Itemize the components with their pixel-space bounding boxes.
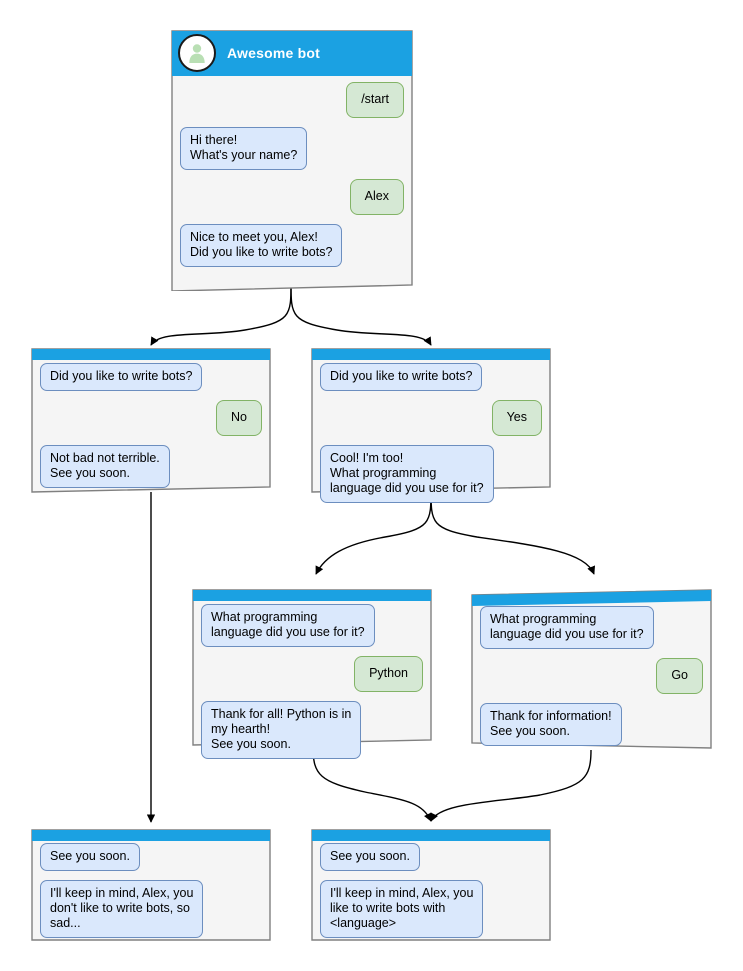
bot-message-bubble: I'll keep in mind, Alex, you like to wri… xyxy=(320,880,484,938)
user-message-bubble: No xyxy=(216,400,262,436)
message-row: Hi there! What's your name? xyxy=(180,127,404,170)
bot-message-bubble: What programming language did you use fo… xyxy=(201,604,375,647)
message-list: Did you like to write bots? Yes Cool! I'… xyxy=(310,363,552,512)
message-row: Thank for information! See you soon. xyxy=(480,703,703,746)
bot-message-bubble: See you soon. xyxy=(40,843,140,871)
card-header xyxy=(30,828,272,839)
message-row: No xyxy=(40,400,262,436)
bot-message-bubble: I'll keep in mind, Alex, you don't like … xyxy=(40,880,204,938)
message-row: /start xyxy=(180,82,404,118)
bot-message-bubble: Did you like to write bots? xyxy=(320,363,483,391)
card-header xyxy=(310,347,552,358)
user-message-bubble: /start xyxy=(346,82,404,118)
message-row: Yes xyxy=(320,400,542,436)
bot-message-bubble: Cool! I'm too! What programming language… xyxy=(320,445,494,503)
message-row: Did you like to write bots? xyxy=(40,363,262,391)
message-row: What programming language did you use fo… xyxy=(480,606,703,649)
card-header: Awesome bot xyxy=(170,29,414,76)
bot-message-bubble: Thank for information! See you soon. xyxy=(480,703,622,746)
card-header xyxy=(191,588,433,599)
message-list: What programming language did you use fo… xyxy=(191,604,433,768)
edge-go-to-end-happy xyxy=(430,749,592,822)
bot-message-bubble: See you soon. xyxy=(320,843,420,871)
message-row: Python xyxy=(201,656,423,692)
message-row: Cool! I'm too! What programming language… xyxy=(320,445,542,503)
user-message-bubble: Alex xyxy=(349,179,404,215)
user-message-bubble: Yes xyxy=(491,400,542,436)
card-header xyxy=(30,347,272,358)
message-row: Alex xyxy=(180,179,404,215)
edge-start-to-yes xyxy=(290,282,432,346)
message-row: I'll keep in mind, Alex, you don't like … xyxy=(40,880,262,938)
message-row: See you soon. xyxy=(40,843,262,871)
message-row: See you soon. xyxy=(320,843,542,871)
message-row: What programming language did you use fo… xyxy=(201,604,423,647)
message-list: Did you like to write bots? No Not bad n… xyxy=(30,363,272,497)
bot-message-bubble: Nice to meet you, Alex! Did you like to … xyxy=(180,224,343,267)
message-list: See you soon. I'll keep in mind, Alex, y… xyxy=(30,843,272,947)
message-row: Go xyxy=(480,658,703,694)
card-answer-go[interactable]: What programming language did you use fo… xyxy=(470,588,713,750)
card-header xyxy=(470,588,713,599)
bot-message-bubble: Did you like to write bots? xyxy=(40,363,203,391)
user-message-bubble: Go xyxy=(656,658,703,694)
card-end-sad[interactable]: See you soon. I'll keep in mind, Alex, y… xyxy=(30,828,272,942)
message-list: /start Hi there! What's your name? Alex … xyxy=(170,82,414,276)
card-title: Awesome bot xyxy=(227,44,320,61)
message-list: What programming language did you use fo… xyxy=(470,606,713,755)
message-row: Did you like to write bots? xyxy=(320,363,542,391)
bot-message-bubble: Thank for all! Python is in my hearth! S… xyxy=(201,701,362,759)
card-header xyxy=(310,828,552,839)
card-end-happy[interactable]: See you soon. I'll keep in mind, Alex, y… xyxy=(310,828,552,942)
message-list: See you soon. I'll keep in mind, Alex, y… xyxy=(310,843,552,947)
person-avatar-icon xyxy=(178,33,216,72)
bot-message-bubble: What programming language did you use fo… xyxy=(480,606,654,649)
bot-message-bubble: Hi there! What's your name? xyxy=(180,127,308,170)
message-row: Thank for all! Python is in my hearth! S… xyxy=(201,701,423,759)
message-row: I'll keep in mind, Alex, you like to wri… xyxy=(320,880,542,938)
card-answer-yes[interactable]: Did you like to write bots? Yes Cool! I'… xyxy=(310,347,552,503)
edge-start-to-no xyxy=(150,282,292,346)
card-awesome-bot[interactable]: Awesome bot /start Hi there! What's your… xyxy=(170,29,414,291)
card-answer-no[interactable]: Did you like to write bots? No Not bad n… xyxy=(30,347,272,494)
user-message-bubble: Python xyxy=(354,656,423,692)
card-answer-python[interactable]: What programming language did you use fo… xyxy=(191,588,433,759)
bot-message-bubble: Not bad not terrible. See you soon. xyxy=(40,445,170,488)
message-row: Not bad not terrible. See you soon. xyxy=(40,445,262,488)
message-row: Nice to meet you, Alex! Did you like to … xyxy=(180,224,404,267)
